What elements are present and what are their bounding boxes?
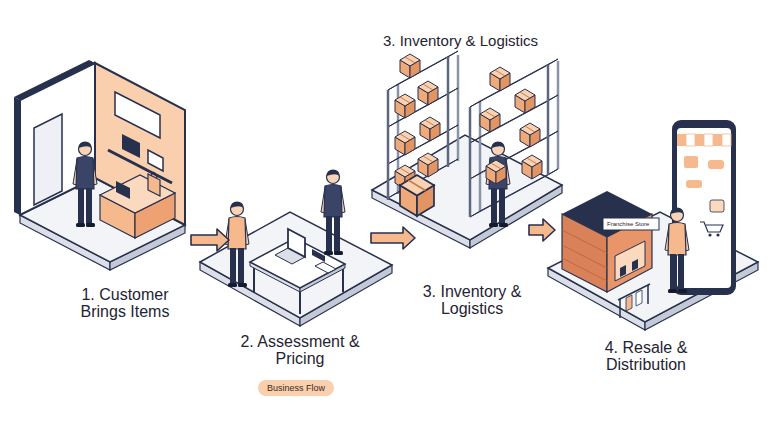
stage-label: 2. Assessment & Pricing <box>238 333 363 368</box>
stage-label: 3. Inventory & Logistics <box>422 283 522 318</box>
warehouse-scene <box>372 51 562 248</box>
storage-rack <box>470 59 558 217</box>
stage-label: 1. Customer Brings Items <box>66 286 184 321</box>
storage-rack <box>388 51 458 200</box>
flow-arrow <box>191 229 229 251</box>
stage-box: 4. Resale & Distribution <box>558 100 734 378</box>
assessment-scene <box>200 170 392 327</box>
badge-text: Business Flow <box>267 382 325 394</box>
stage-box: 3. Inventory & Logistics <box>418 70 526 322</box>
shop-scene <box>14 60 185 270</box>
flow-arrow <box>371 227 415 249</box>
heading-label: 3. Inventory & Logistics <box>383 32 538 50</box>
store-sign: Franchise Store <box>606 220 650 228</box>
stage-box: 2. Assessment & Pricing <box>232 195 368 372</box>
flow-arrow <box>529 219 555 241</box>
stage-label: 4. Resale & Distribution <box>591 339 701 374</box>
stage-box: 1. Customer Brings Items <box>62 60 188 325</box>
resale-scene <box>548 120 758 330</box>
badge-pill: Business Flow <box>258 380 334 396</box>
